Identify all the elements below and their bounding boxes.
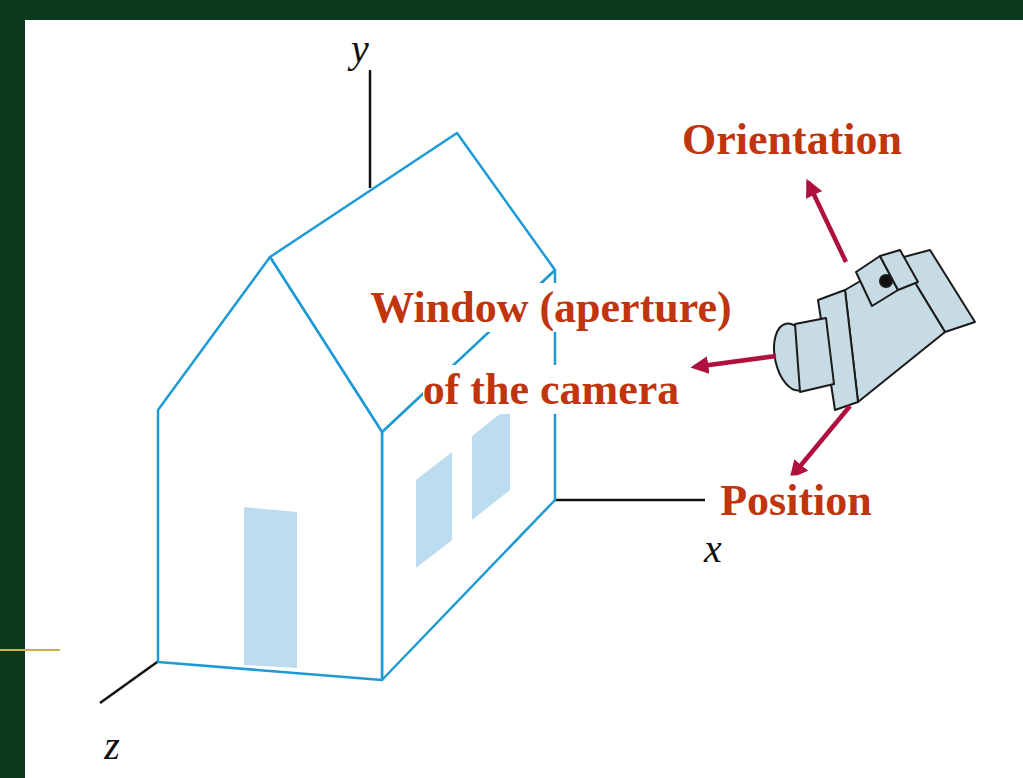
door-windows (244, 406, 510, 668)
axis-label-box: z (104, 722, 120, 769)
callout-label: Orientation (682, 115, 902, 164)
callout-label: Position (720, 476, 872, 525)
axis-label-box: x (704, 525, 722, 572)
axis-label-box: y (351, 25, 369, 72)
axis-label: x (704, 526, 722, 571)
axis-label: z (104, 723, 120, 768)
callout-label-box: Window (aperture) of the camera (361, 267, 741, 431)
callout-label-box: Position (720, 475, 872, 526)
axis-label: y (351, 26, 369, 71)
camera (768, 250, 975, 410)
callout-label-box: Orientation (682, 114, 902, 165)
callout-label: Window (aperture) of the camera (370, 283, 731, 414)
accent-line (0, 649, 60, 651)
